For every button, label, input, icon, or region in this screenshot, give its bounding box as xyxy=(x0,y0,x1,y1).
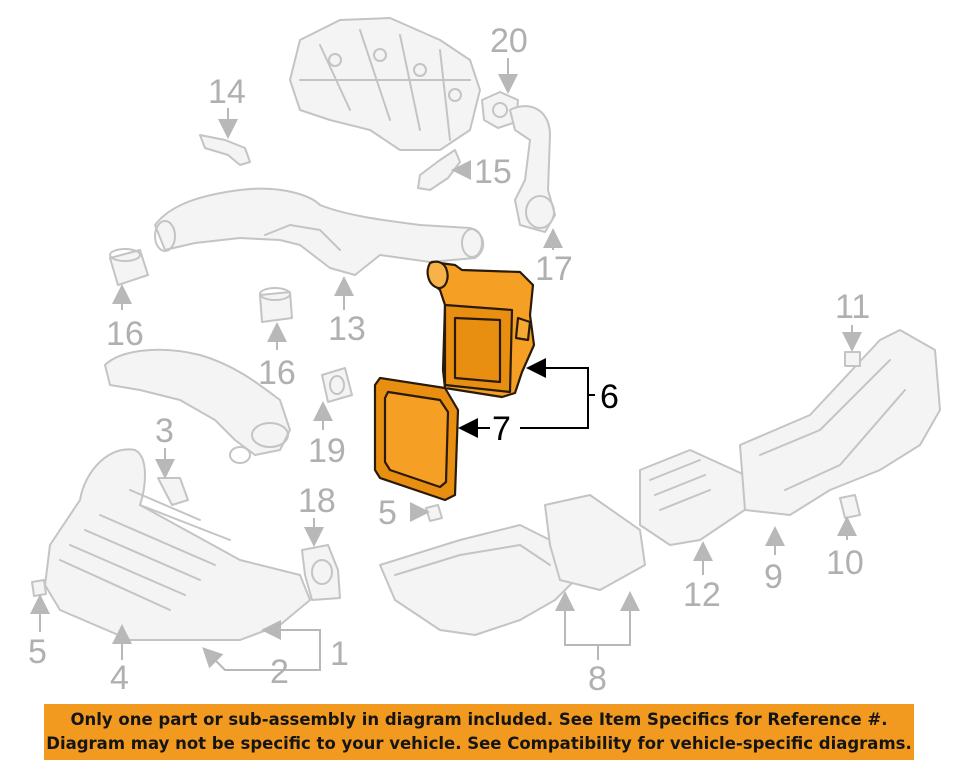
bolt-5a xyxy=(31,579,47,597)
callout-13: 13 xyxy=(328,310,366,348)
callout-11: 11 xyxy=(835,288,870,326)
callout-4: 4 xyxy=(110,659,129,697)
bolt-5b xyxy=(425,504,443,522)
air-cleaner-assembly xyxy=(44,448,311,641)
parts-diagram: 20 14 15 17 16 13 16 11 6 7 3 19 18 5 5 … xyxy=(28,17,941,698)
air-cleaner-body-part xyxy=(426,260,536,399)
intake-manifold xyxy=(289,17,481,151)
callout-5-right: 5 xyxy=(378,494,397,532)
callout-1: 1 xyxy=(330,635,349,673)
active-leaders xyxy=(458,358,595,438)
callout-12: 12 xyxy=(683,576,721,614)
sleeve-16a xyxy=(109,248,149,286)
bracket-3 xyxy=(157,477,189,506)
clip-10 xyxy=(839,494,861,519)
banner-line-2: Diagram may not be specific to your vehi… xyxy=(46,734,912,753)
disclaimer-banner: Only one part or sub-assembly in diagram… xyxy=(44,704,914,760)
duct-8 xyxy=(379,494,646,636)
callout-16-lower: 16 xyxy=(258,354,296,392)
callout-16-upper: 16 xyxy=(106,315,144,353)
callout-17: 17 xyxy=(535,250,573,288)
callout-6: 6 xyxy=(600,378,619,416)
gasket-18 xyxy=(301,544,341,601)
grommet-11 xyxy=(844,351,861,367)
tube-17 xyxy=(509,105,556,233)
callout-14: 14 xyxy=(208,73,246,111)
callout-2: 2 xyxy=(270,653,289,691)
bracket-14 xyxy=(199,134,251,166)
callout-15: 15 xyxy=(474,153,512,191)
gasket-19 xyxy=(321,367,353,403)
sleeve-16b xyxy=(259,287,293,323)
duct-9 xyxy=(739,329,941,516)
leaders xyxy=(30,58,862,671)
bracket-15 xyxy=(417,149,461,191)
banner-line-1: Only one part or sub-assembly in diagram… xyxy=(70,710,888,729)
callouts: 20 14 15 17 16 13 16 11 6 7 3 19 18 5 5 … xyxy=(28,22,870,698)
intake-duct-13 xyxy=(154,187,485,276)
resonator-pipe xyxy=(104,348,291,464)
callout-19: 19 xyxy=(308,432,346,470)
callout-8: 8 xyxy=(588,660,607,698)
callout-18: 18 xyxy=(298,482,336,520)
callout-3: 3 xyxy=(155,412,174,450)
filter-element-part xyxy=(373,376,460,502)
callout-20: 20 xyxy=(490,22,528,60)
callout-5-left: 5 xyxy=(28,633,47,671)
callout-10: 10 xyxy=(826,544,864,582)
filter-12 xyxy=(639,449,753,546)
callout-9: 9 xyxy=(764,558,783,596)
callout-7: 7 xyxy=(492,410,511,448)
